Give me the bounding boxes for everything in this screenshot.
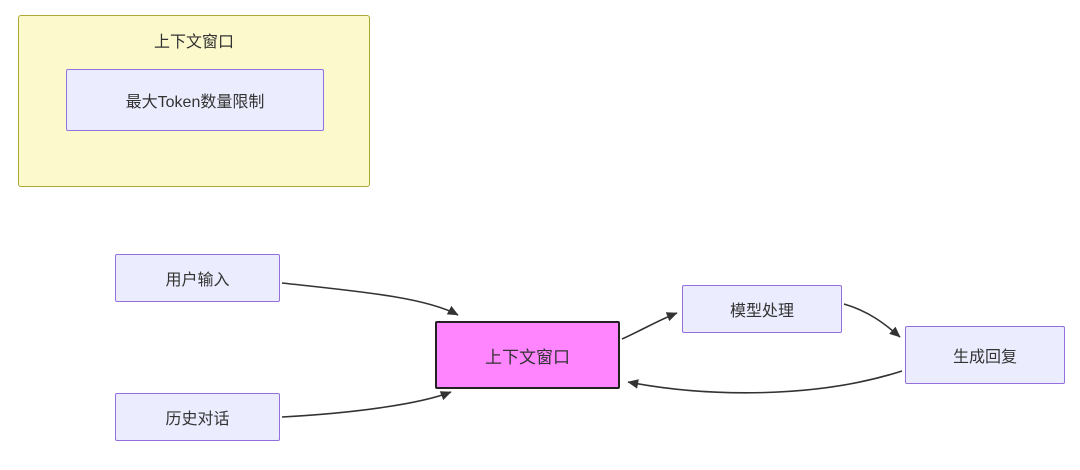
node-user-input-label: 用户输入 <box>165 272 230 289</box>
node-generate-reply: 生成回复 <box>905 326 1065 384</box>
edge-generate-reply-to-context-window <box>627 370 903 394</box>
node-user-input: 用户输入 <box>115 254 280 302</box>
subgraph-title: 上下文窗口 <box>153 34 234 51</box>
edge-context-window-to-model-processing <box>621 312 678 340</box>
node-context-window: 上下文窗口 <box>435 321 620 389</box>
node-generate-reply-label: 生成回复 <box>952 349 1017 366</box>
node-context-window-label: 上下文窗口 <box>485 347 570 367</box>
node-history-dialog-label: 历史对话 <box>165 411 230 428</box>
node-model-processing-label: 模型处理 <box>729 303 794 320</box>
node-max-token-limit: 最大Token数量限制 <box>66 69 324 131</box>
subgraph-context-window: 上下文窗口 最大Token数量限制 <box>18 15 370 187</box>
node-history-dialog: 历史对话 <box>115 393 280 441</box>
node-model-processing: 模型处理 <box>682 285 842 333</box>
edge-history-dialog-to-context-window <box>281 391 452 418</box>
node-max-token-limit-label: 最大Token数量限制 <box>125 94 265 111</box>
edge-user-input-to-context-window <box>281 282 459 316</box>
edge-model-processing-to-generate-reply <box>843 303 901 338</box>
